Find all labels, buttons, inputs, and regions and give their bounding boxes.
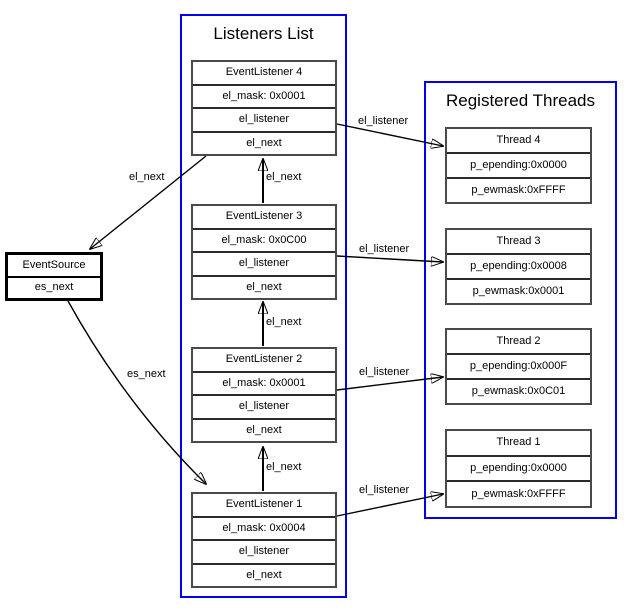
listeners-list-title: Listeners List xyxy=(213,24,314,43)
thread-1-box: Thread 1 p_epending:0x0000 p_ewmask:0xFF… xyxy=(445,429,592,508)
thread-4-p-epending: p_epending:0x0000 xyxy=(447,152,590,177)
event-source-box: EventSource es_next xyxy=(5,252,103,301)
event-source-es-next-field: es_next xyxy=(8,275,100,299)
event-listener-1-title: EventListener 1 xyxy=(225,498,303,511)
event-listener-3-el-mask: el_mask: 0x0C00 xyxy=(193,227,335,252)
event-listener-2-el-mask: el_mask: 0x0001 xyxy=(193,370,335,395)
thread-2-title: Thread 2 xyxy=(496,335,541,347)
event-listener-1-box: EventListener 1 el_mask: 0x0004 el_liste… xyxy=(191,492,337,588)
thread-1-title: Thread 1 xyxy=(496,436,541,449)
thread-2-box: Thread 2 p_epending:0x000F p_ewmask:0x0C… xyxy=(445,328,592,405)
event-listener-3-el-next: el_next xyxy=(193,274,335,299)
thread-3-p-ewmask: p_ewmask:0x0001 xyxy=(447,278,590,303)
event-listener-2-box: EventListener 2 el_mask: 0x0001 el_liste… xyxy=(191,347,337,443)
thread-4-p-ewmask: p_ewmask:0xFFFF xyxy=(447,177,590,202)
thread-1-p-epending: p_epending:0x0000 xyxy=(447,454,590,481)
thread-3-title: Thread 3 xyxy=(496,235,541,247)
event-listener-1-el-next: el_next xyxy=(193,562,335,587)
registered-threads-title: Registered Threads xyxy=(446,91,595,110)
thread-1-p-ewmask: p_ewmask:0xFFFF xyxy=(447,480,590,506)
event-listener-4-el-next: el_next xyxy=(193,130,335,155)
thread-2-p-ewmask: p_ewmask:0x0C01 xyxy=(447,378,590,403)
edge-label-es-next: es_next xyxy=(127,368,166,380)
thread-4-box: Thread 4 p_epending:0x0000 p_ewmask:0xFF… xyxy=(445,127,592,204)
event-listener-4-el-mask: el_mask: 0x0001 xyxy=(193,83,335,108)
event-source-title: EventSource xyxy=(22,258,86,271)
event-listener-2-el-next: el_next xyxy=(193,417,335,442)
event-listener-4-el-listener: el_listener xyxy=(193,107,335,131)
event-listener-4-title: EventListener 4 xyxy=(225,66,303,79)
event-listener-3-box: EventListener 3 el_mask: 0x0C00 el_liste… xyxy=(191,204,337,300)
thread-4-title: Thread 4 xyxy=(496,134,541,146)
event-listener-3-el-listener: el_listener xyxy=(193,251,335,275)
edge-label-el-listener-2: el_listener xyxy=(359,366,410,378)
edge-label-el-listener-1: el_listener xyxy=(359,484,410,496)
thread-2-p-epending: p_epending:0x000F xyxy=(447,353,590,378)
thread-3-p-epending: p_epending:0x0008 xyxy=(447,253,590,278)
event-listener-3-title: EventListener 3 xyxy=(225,210,303,223)
edge-label-el-next-3-to-4: el_next xyxy=(266,171,302,183)
event-listener-1-el-listener: el_listener xyxy=(193,539,335,563)
edge-label-el-listener-4: el_listener xyxy=(358,115,409,127)
edge-label-el-next-2-to-3: el_next xyxy=(266,316,302,328)
edge-label-el-next-4-to-source: el_next xyxy=(129,171,165,183)
edge-label-el-listener-3: el_listener xyxy=(359,243,410,255)
event-listener-1-el-mask: el_mask: 0x0004 xyxy=(193,515,335,540)
event-listener-2-title: EventListener 2 xyxy=(225,353,303,366)
event-listener-2-el-listener: el_listener xyxy=(193,394,335,418)
thread-3-box: Thread 3 p_epending:0x0008 p_ewmask:0x00… xyxy=(445,228,592,305)
event-listener-4-box: EventListener 4 el_mask: 0x0001 el_liste… xyxy=(191,60,337,156)
edge-label-el-next-1-to-2: el_next xyxy=(266,461,302,473)
